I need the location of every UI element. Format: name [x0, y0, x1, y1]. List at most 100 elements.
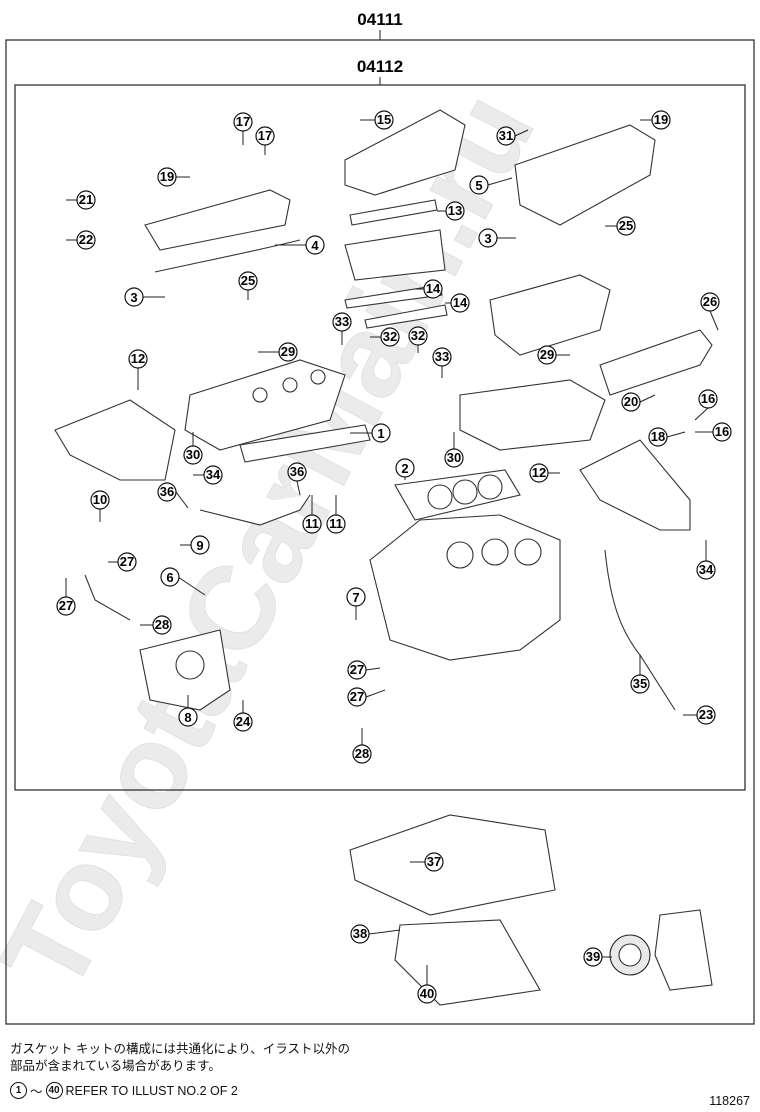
svg-text:3: 3 — [130, 290, 137, 305]
timing-cover-left — [54, 399, 176, 481]
svg-text:6: 6 — [166, 570, 173, 585]
callout-32a: 32 — [370, 327, 400, 347]
callout-34b: 34 — [696, 540, 716, 580]
callout-27d: 27 — [347, 687, 386, 707]
svg-text:17: 17 — [236, 114, 250, 129]
range-start-badge: 1 — [10, 1082, 27, 1099]
svg-text:30: 30 — [186, 447, 200, 462]
callout-16a: 16 — [694, 389, 718, 421]
svg-text:37: 37 — [427, 854, 441, 869]
svg-text:27: 27 — [120, 554, 134, 569]
head-gasket-left — [239, 424, 371, 463]
svg-text:33: 33 — [335, 314, 349, 329]
callout-17a: 17 — [233, 112, 253, 145]
cylinder-head-left — [184, 359, 346, 451]
svg-text:16: 16 — [701, 391, 715, 406]
oil-dipstick-tube — [604, 549, 676, 711]
callout-36a: 36 — [157, 482, 189, 509]
callout-29a: 29 — [258, 342, 298, 362]
svg-text:14: 14 — [426, 281, 441, 296]
callout-30b: 30 — [444, 432, 464, 468]
svg-text:36: 36 — [160, 484, 174, 499]
callout-14a: 14 — [415, 279, 443, 299]
svg-text:8: 8 — [184, 710, 191, 725]
refer-note: 1 〜 40 REFER TO ILLUST NO.2 OF 2 — [10, 1081, 238, 1100]
svg-text:9: 9 — [196, 538, 203, 553]
svg-text:20: 20 — [624, 394, 638, 409]
water-outlet-pipe — [84, 494, 311, 621]
svg-text:15: 15 — [377, 112, 391, 127]
callout-23: 23 — [683, 705, 716, 725]
callout-3b: 3 — [478, 228, 516, 248]
callout-8: 8 — [178, 695, 198, 727]
svg-text:2: 2 — [401, 461, 408, 476]
svg-text:3: 3 — [484, 231, 491, 246]
callout-27a: 27 — [108, 552, 137, 572]
outer-frame — [5, 39, 755, 1025]
callout-21: 21 — [66, 190, 96, 210]
svg-text:19: 19 — [654, 112, 668, 127]
callout-25b: 25 — [605, 216, 636, 236]
callout-29b: 29 — [537, 345, 570, 365]
callout-26: 26 — [700, 292, 720, 331]
svg-text:7: 7 — [352, 590, 359, 605]
valve-cover-gasket — [154, 239, 301, 273]
svg-text:30: 30 — [447, 450, 461, 465]
note-japanese-line-2: 部品が含まれている場合があります。 — [10, 1059, 221, 1073]
svg-text:25: 25 — [619, 218, 633, 233]
svg-text:12: 12 — [131, 351, 145, 366]
callout-27c: 27 — [347, 660, 381, 680]
callout-40: 40 — [417, 965, 437, 1004]
svg-text:32: 32 — [383, 329, 397, 344]
svg-text:14: 14 — [453, 295, 468, 310]
svg-text:34: 34 — [206, 467, 221, 482]
timing-cover-right — [579, 439, 691, 531]
inner-frame — [14, 84, 746, 791]
callout-22: 22 — [66, 230, 96, 250]
callout-3a: 3 — [124, 287, 165, 307]
callout-13: 13 — [437, 201, 465, 221]
callout-31: 31 — [496, 126, 529, 146]
callout-16b: 16 — [695, 422, 732, 442]
refer-text: REFER TO ILLUST NO.2 OF 2 — [65, 1083, 238, 1098]
callout-27b: 27 — [56, 578, 76, 616]
callout-19b: 19 — [640, 110, 671, 130]
callout-39: 39 — [583, 947, 612, 967]
callout-20: 20 — [621, 392, 656, 412]
range-separator: 〜 — [30, 1085, 43, 1099]
svg-text:16: 16 — [715, 424, 729, 439]
svg-text:13: 13 — [448, 203, 462, 218]
callout-12b: 12 — [529, 463, 560, 483]
exhaust-manifold-right — [489, 274, 611, 356]
callout-7: 7 — [346, 587, 366, 620]
callout-18: 18 — [648, 427, 686, 447]
callout-11a: 11 — [302, 495, 322, 534]
intake-manifold — [344, 109, 466, 196]
svg-text:28: 28 — [155, 617, 169, 632]
svg-text:1: 1 — [377, 426, 384, 441]
svg-text:35: 35 — [633, 676, 647, 691]
oil-pan — [349, 814, 556, 1006]
valve-cover-right — [514, 124, 656, 226]
svg-text:29: 29 — [281, 344, 295, 359]
assembly-code-inner: 04112 — [357, 57, 403, 76]
callout-32b: 32 — [408, 326, 428, 353]
svg-text:23: 23 — [699, 707, 713, 722]
water-pump — [139, 629, 231, 711]
cylinder-head-right — [459, 379, 606, 451]
svg-text:31: 31 — [499, 128, 513, 143]
svg-text:34: 34 — [699, 562, 714, 577]
callout-5: 5 — [469, 175, 513, 195]
callout-30a: 30 — [183, 432, 203, 465]
callout-17b: 17 — [255, 126, 275, 155]
crankshaft-seal-retainer — [609, 909, 713, 991]
callout-28b: 28 — [352, 728, 372, 764]
svg-text:25: 25 — [241, 273, 255, 288]
callout-35: 35 — [630, 655, 650, 694]
cylinder-block — [369, 514, 561, 661]
svg-text:38: 38 — [353, 926, 367, 941]
svg-text:4: 4 — [311, 238, 319, 253]
callout-28a: 28 — [140, 615, 172, 635]
range-end-badge: 40 — [45, 1082, 63, 1099]
